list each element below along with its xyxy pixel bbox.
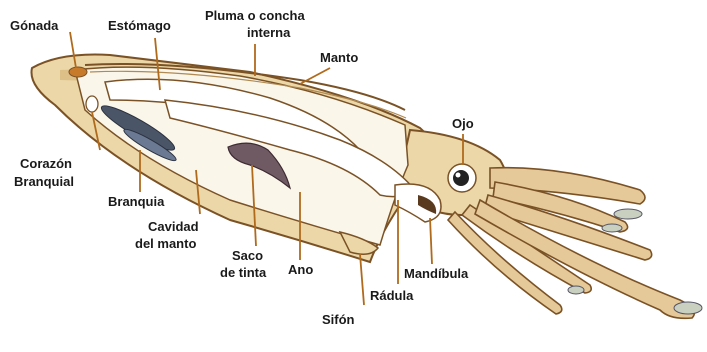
label-gonada: Gónada: [10, 18, 59, 33]
label-cavidad-line2: del manto: [135, 236, 196, 251]
label-corazon-line1: Corazón: [20, 156, 72, 171]
label-cavidad-line1: Cavidad: [148, 219, 199, 234]
label-radula: Rádula: [370, 288, 414, 303]
label-pluma-line2: interna: [247, 25, 291, 40]
label-saco-line1: Saco: [232, 248, 263, 263]
label-saco-line2: de tinta: [220, 265, 267, 280]
gonad: [69, 67, 87, 77]
eye-icon: [448, 164, 476, 192]
label-estomago: Estómago: [108, 18, 171, 33]
label-branquia: Branquia: [108, 194, 165, 209]
label-corazon-line2: Branquial: [14, 174, 74, 189]
branchial-heart: [86, 96, 98, 112]
label-pluma-line1: Pluma o concha: [205, 8, 305, 23]
label-ojo: Ojo: [452, 116, 474, 131]
label-sifon: Sifón: [322, 312, 355, 327]
label-manto: Manto: [320, 50, 358, 65]
label-mandibula: Mandíbula: [404, 266, 469, 281]
label-ano: Ano: [288, 262, 313, 277]
